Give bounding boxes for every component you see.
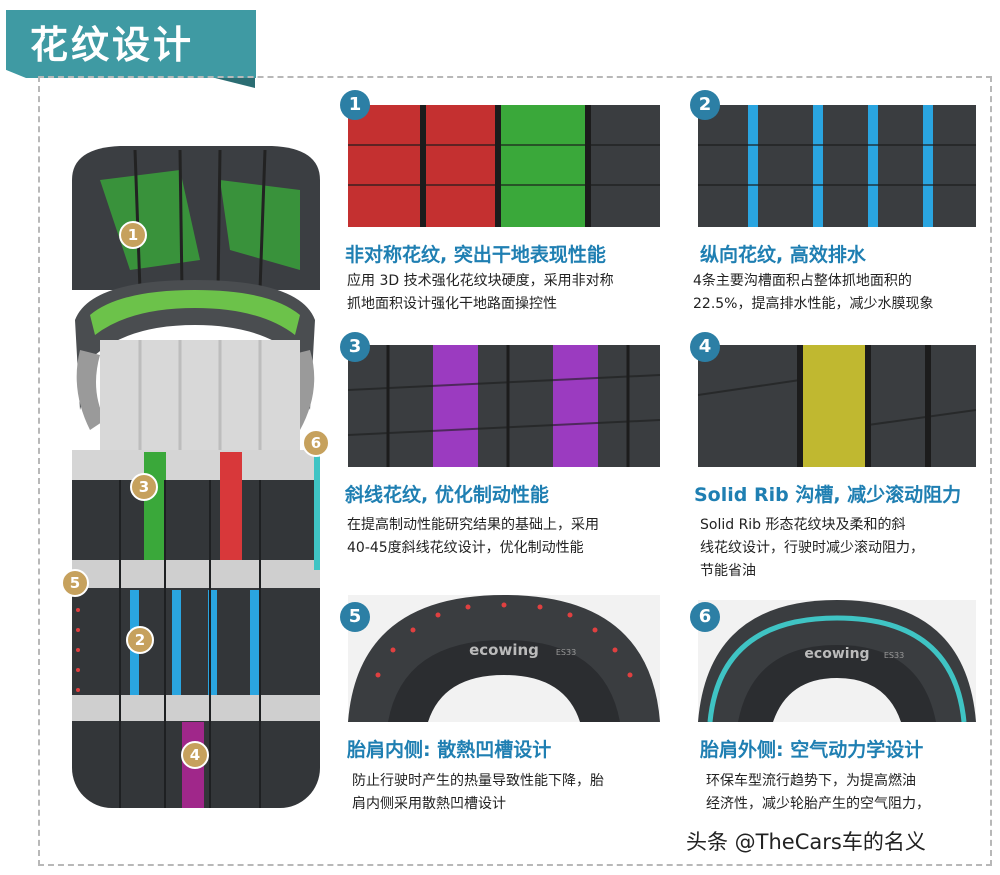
cross-section-belt bbox=[90, 290, 300, 335]
desc-line: 在提高制动性能研究结果的基础上，采用 bbox=[347, 517, 599, 533]
marker-4-label: 4 bbox=[190, 746, 200, 764]
panel-6-heading: 胎肩外侧: 空气动力学设计 bbox=[700, 739, 924, 761]
panel-2-heading: 纵向花纹, 高效排水 bbox=[700, 244, 866, 266]
panel-3-badge: 3 bbox=[340, 332, 370, 362]
panel-5-heading: 胎肩内侧: 散熱凹槽设计 bbox=[347, 739, 552, 761]
panel-6-desc: 环保车型流行趋势下，为提高燃油 经济性，减少轮胎产生的空气阻力， bbox=[706, 770, 930, 816]
desc-line: 经济性，减少轮胎产生的空气阻力， bbox=[706, 796, 930, 812]
panel-2-badge: 2 bbox=[690, 90, 720, 120]
grey-band-2 bbox=[72, 560, 320, 588]
banner-fold bbox=[215, 78, 255, 88]
sidewall-model-5: ES33 bbox=[556, 648, 576, 657]
desc-line: 线花纹设计，行驶时减少滚动阻力， bbox=[700, 540, 924, 556]
panel-4-heading: Solid Rib 沟槽, 减少滚动阻力 bbox=[694, 484, 962, 506]
section-title: 花纹设计 bbox=[30, 23, 195, 67]
panel-3-image bbox=[348, 345, 660, 467]
marker-5 bbox=[61, 569, 89, 597]
watermark: 头条 @TheCars车的名义 bbox=[686, 830, 926, 854]
marker-3 bbox=[130, 473, 158, 501]
marker-1-label: 1 bbox=[128, 226, 138, 244]
tire-graphic: 1 2 3 4 5 6 bbox=[61, 146, 330, 808]
sidewall-brand-6: ecowing bbox=[804, 646, 869, 662]
panel-4-image bbox=[698, 345, 976, 467]
section-banner bbox=[6, 10, 256, 78]
panel-6-badge: 6 bbox=[690, 602, 720, 632]
panel-2-desc: 4条主要沟槽面积占整体抓地面积的 22.5%，提高排水性能，减少水膜现象 bbox=[693, 270, 933, 316]
groove-red bbox=[220, 452, 242, 560]
marker-6 bbox=[302, 429, 330, 457]
shoulder-teal bbox=[314, 430, 320, 570]
panel-2-image bbox=[698, 105, 976, 227]
panel-1-badge: 1 bbox=[340, 90, 370, 120]
desc-line: Solid Rib 形态花纹块及柔和的斜 bbox=[700, 517, 906, 533]
desc-line: 应用 3D 技术强化花纹块硬度，采用非对称 bbox=[347, 273, 614, 289]
marker-6-label: 6 bbox=[311, 434, 321, 452]
sidewall-model-6: ES33 bbox=[884, 651, 904, 660]
panel-6-image: ecowing ES33 bbox=[698, 600, 976, 722]
tread-green-zone-right bbox=[220, 180, 300, 270]
content-frame bbox=[38, 76, 992, 866]
desc-line: 抓地面积设计强化干地路面操控性 bbox=[347, 296, 557, 312]
tire-illustration: 1 2 3 4 5 6 bbox=[60, 140, 330, 850]
panel-3-desc: 在提高制动性能研究结果的基础上，采用 40-45度斜线花纹设计，优化制动性能 bbox=[347, 514, 599, 560]
panel-1-desc: 应用 3D 技术强化花纹块硬度，采用非对称 抓地面积设计强化干地路面操控性 bbox=[347, 270, 614, 316]
desc-line: 防止行驶时产生的热量导致性能下降，胎 bbox=[352, 773, 604, 789]
tire-faded-body bbox=[100, 340, 300, 450]
groove-green bbox=[144, 452, 166, 560]
marker-1 bbox=[119, 221, 147, 249]
groove-blue-2 bbox=[172, 590, 181, 695]
panel-5-desc: 防止行驶时产生的热量导致性能下降，胎 肩内侧采用散熱凹槽设计 bbox=[352, 770, 604, 816]
panel-1-heading: 非对称花纹, 突出干地表现性能 bbox=[345, 244, 606, 266]
panel-5-badge: 5 bbox=[340, 602, 370, 632]
marker-2-label: 2 bbox=[135, 631, 145, 649]
marker-4 bbox=[181, 741, 209, 769]
groove-blue-3 bbox=[208, 590, 217, 695]
bead-left bbox=[76, 350, 105, 430]
grey-band-3 bbox=[72, 695, 320, 721]
desc-line: 22.5%，提高排水性能，减少水膜现象 bbox=[693, 296, 934, 312]
grey-band-1 bbox=[72, 450, 320, 480]
marker-5-label: 5 bbox=[70, 574, 80, 592]
desc-line: 环保车型流行趋势下，为提高燃油 bbox=[706, 773, 916, 789]
desc-line: 4条主要沟槽面积占整体抓地面积的 bbox=[693, 273, 912, 289]
groove-magenta bbox=[182, 722, 204, 808]
marker-2 bbox=[126, 626, 154, 654]
panel-5-image: ecowing ES33 bbox=[348, 595, 660, 722]
marker-3-label: 3 bbox=[139, 478, 149, 496]
desc-line: 节能省油 bbox=[700, 563, 756, 579]
desc-line: 40-45度斜线花纹设计，优化制动性能 bbox=[347, 540, 584, 556]
panel-1-image bbox=[348, 105, 660, 227]
groove-blue-4 bbox=[250, 590, 259, 695]
desc-line: 肩内侧采用散熱凹槽设计 bbox=[352, 796, 506, 812]
panel-4-badge: 4 bbox=[690, 332, 720, 362]
panel-4-desc: Solid Rib 形态花纹块及柔和的斜 线花纹设计，行驶时减少滚动阻力， 节能… bbox=[700, 514, 924, 583]
sidewall-brand-5: ecowing bbox=[469, 641, 539, 659]
panel-3-heading: 斜线花纹, 优化制动性能 bbox=[345, 484, 549, 506]
